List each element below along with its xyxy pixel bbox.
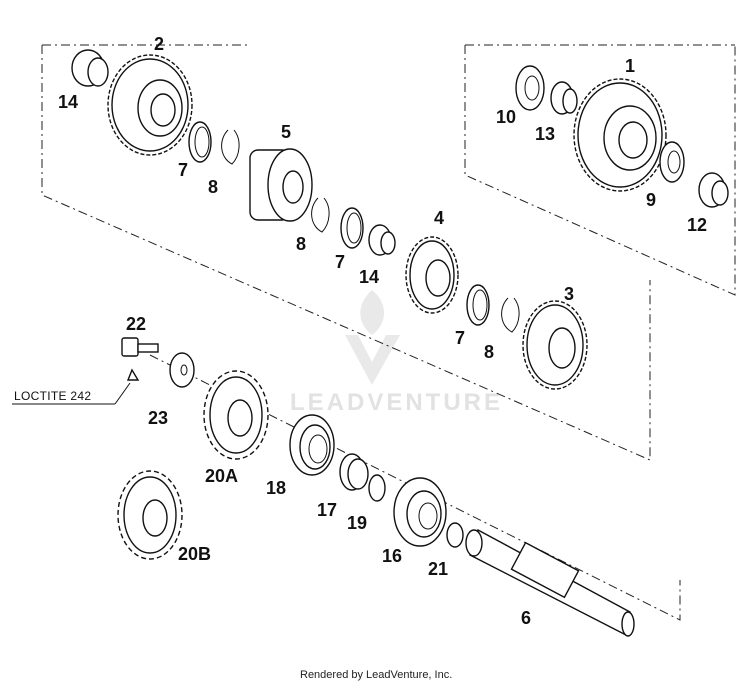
label-16: 16 [382, 546, 402, 566]
label-17: 17 [317, 500, 337, 520]
label-19: 19 [347, 513, 367, 533]
footer-credit: Rendered by LeadVenture, Inc. [300, 669, 452, 681]
loctite-callout: LOCTITE 242 [12, 382, 131, 405]
o-ring-21 [446, 522, 464, 548]
upper-shaft-frame [41, 45, 651, 461]
label-20b: 20B [178, 544, 211, 564]
loctite-label: LOCTITE 242 [14, 389, 91, 403]
label-3: 3 [564, 284, 574, 304]
o-ring-19 [368, 474, 386, 502]
thrust-washer-9 [659, 141, 685, 183]
needle-bearing-14-middle [368, 224, 396, 256]
label-5: 5 [281, 122, 291, 142]
needle-bearing-14-top [71, 49, 109, 87]
needle-bearing-12 [698, 172, 729, 208]
label-8c: 8 [484, 342, 494, 362]
label-22: 22 [126, 314, 146, 334]
gear-5 [249, 148, 313, 222]
label-21: 21 [428, 559, 448, 579]
label-14a: 14 [58, 92, 78, 112]
label-6: 6 [521, 608, 531, 628]
label-14b: 14 [359, 267, 379, 287]
label-10: 10 [496, 107, 516, 127]
sprocket-20b [117, 470, 183, 560]
watermark-text: LEADVENTURE [290, 389, 503, 416]
label-8a: 8 [208, 177, 218, 197]
circlip-8-upper [221, 129, 240, 165]
shim-7-lower [466, 284, 490, 326]
watermark: LEADVENTURE [290, 290, 503, 416]
label-23: 23 [148, 408, 168, 428]
circlip-8-middle [311, 197, 330, 233]
watermark-logo-icon [345, 290, 400, 385]
part-number-labels: 1 2 3 4 5 6 7 7 7 8 8 8 9 10 12 13 14 14… [58, 34, 707, 628]
label-18: 18 [266, 478, 286, 498]
label-7c: 7 [455, 328, 465, 348]
ball-bearing-16 [393, 477, 447, 547]
spacer-17 [339, 453, 369, 491]
needle-bearing-13 [550, 81, 578, 115]
seal-18 [289, 414, 335, 476]
label-1: 1 [625, 56, 635, 76]
thrust-washer-10 [515, 65, 545, 111]
shim-7-middle [340, 207, 364, 249]
bolt-22 [121, 337, 159, 357]
gear-3 [522, 300, 588, 390]
label-4: 4 [434, 208, 444, 228]
label-7a: 7 [178, 160, 188, 180]
loctite-drop [126, 368, 140, 381]
circlip-8-lower [501, 297, 520, 333]
gear-2 [107, 54, 193, 156]
sprocket-20a [203, 370, 269, 460]
label-7b: 7 [335, 252, 345, 272]
shim-7-upper [188, 121, 212, 163]
output-shaft-6 [465, 528, 635, 637]
label-9: 9 [646, 190, 656, 210]
gear-4 [405, 236, 459, 314]
label-8b: 8 [296, 234, 306, 254]
label-12: 12 [687, 215, 707, 235]
gear-1 [573, 78, 667, 192]
label-2: 2 [154, 34, 164, 54]
washer-23 [169, 352, 195, 388]
label-20a: 20A [205, 466, 238, 486]
upper-right-frame [464, 45, 736, 296]
label-13: 13 [535, 124, 555, 144]
